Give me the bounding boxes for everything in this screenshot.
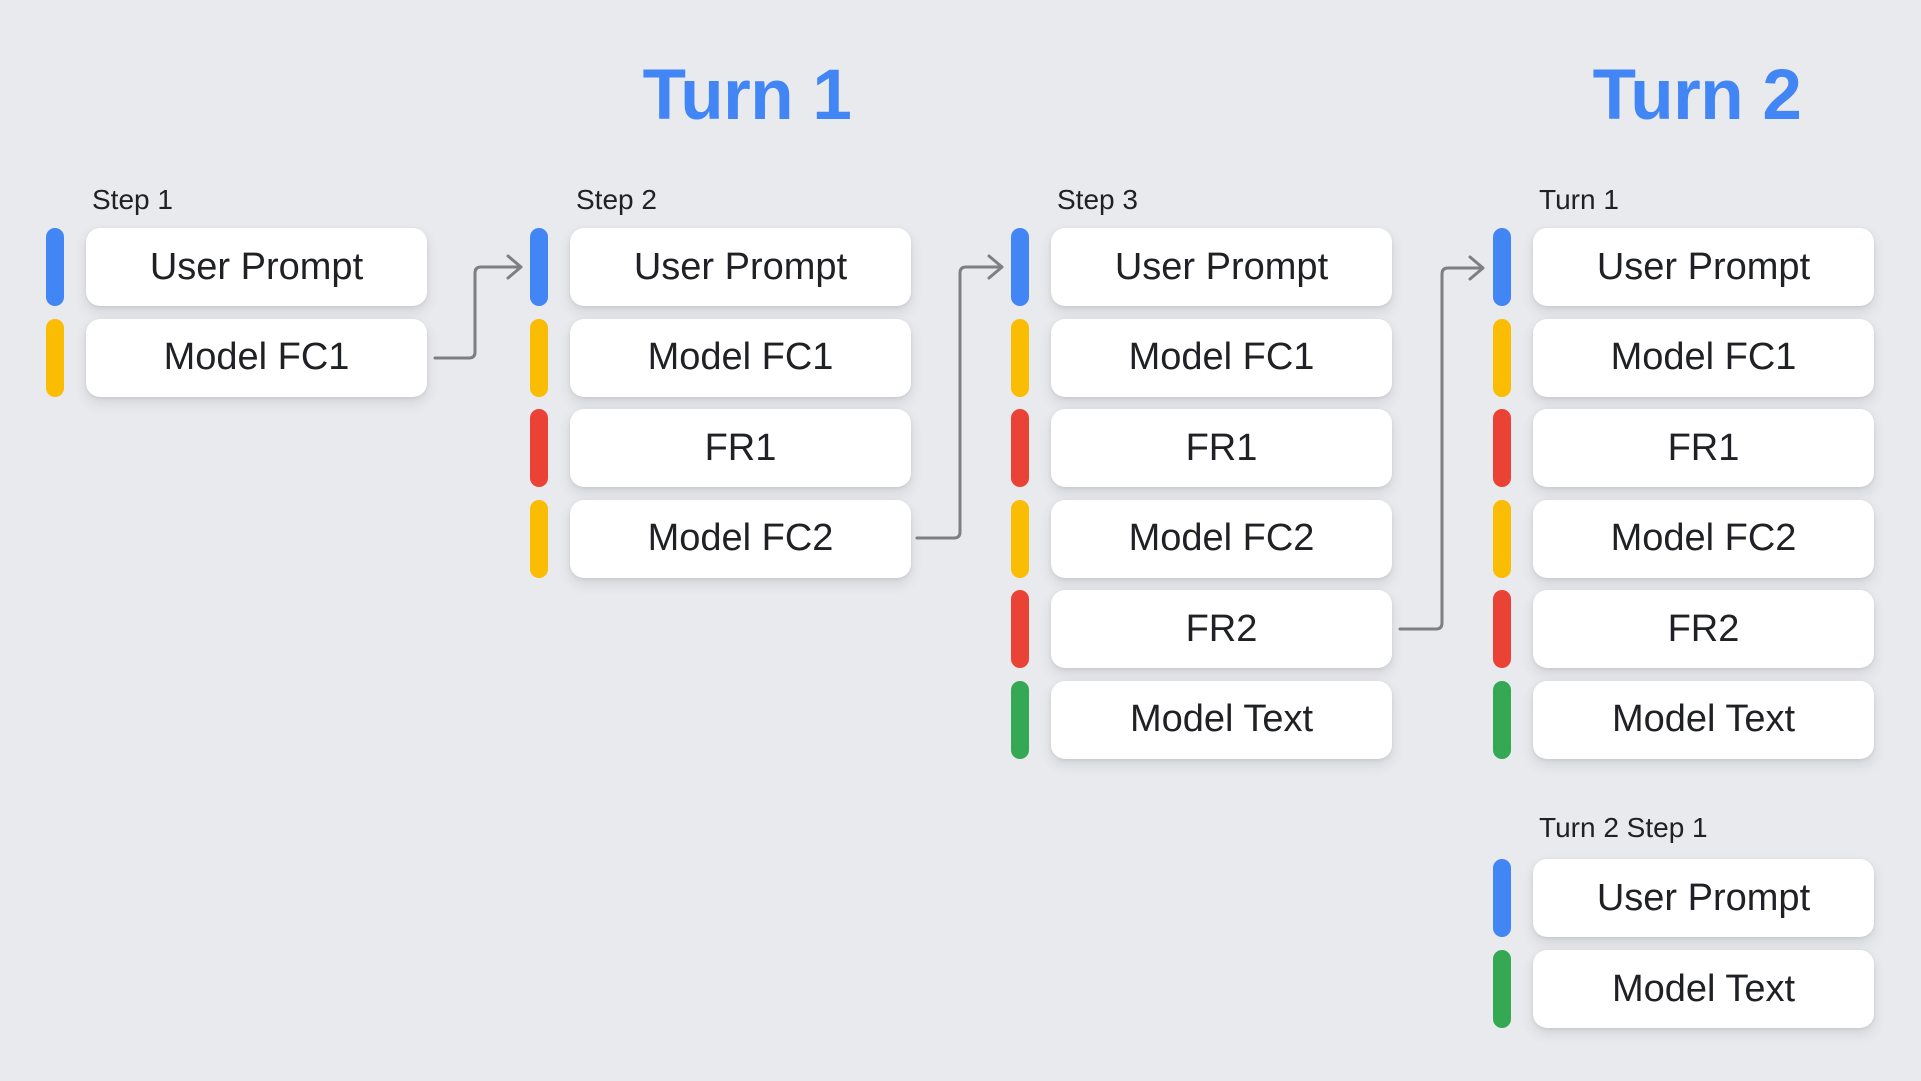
node-user-prompt: User Prompt — [1051, 228, 1392, 306]
column-label: Step 1 — [92, 184, 173, 215]
diagram-node-row: Model FC2 — [1493, 499, 1874, 578]
diagram-node-row: Model Text — [1493, 680, 1874, 759]
node-label: Model Text — [1611, 698, 1796, 740]
column-turn-1-history: Turn 1 User Prompt Model FC1 FR1 Model F… — [1493, 186, 1874, 771]
turn-1-title: Turn 1 — [642, 56, 852, 135]
node-label: User Prompt — [1596, 876, 1811, 919]
node-model-fc2: Model FC2 — [570, 499, 911, 578]
node-label: Model FC1 — [1128, 336, 1315, 378]
node-user-prompt: User Prompt — [1533, 228, 1874, 306]
arrow-step3-fr2-to-turn1-userprompt — [1398, 255, 1485, 631]
node-label: Model FC2 — [1128, 517, 1315, 559]
diagram-node-row: FR1 — [1493, 409, 1874, 487]
user-prompt-color-bar — [1493, 228, 1511, 306]
diagram-node-row: Model FC1 — [1493, 318, 1874, 397]
diagram-node-row: User Prompt — [1493, 228, 1874, 306]
model-fc-color-bar — [530, 318, 548, 397]
node-label: Model FC1 — [1610, 336, 1797, 378]
node-model-fc2: Model FC2 — [1533, 499, 1874, 578]
diagram-node-row: User Prompt — [46, 228, 427, 306]
node-label: User Prompt — [1114, 245, 1329, 288]
model-text-color-bar — [1493, 950, 1511, 1028]
diagram-node-row: Model FC1 — [530, 318, 911, 397]
model-text-color-bar — [1011, 680, 1029, 759]
model-fc-color-bar — [1011, 318, 1029, 397]
node-label: User Prompt — [633, 245, 848, 288]
node-model-fc2: Model FC2 — [1051, 499, 1392, 578]
column-turn-2-step-1: Turn 2 Step 1 User Prompt Model Text — [1493, 814, 1874, 1041]
node-model-text: Model Text — [1051, 680, 1392, 759]
diagram-node-row: Model FC1 — [46, 318, 427, 397]
column-label: Turn 2 Step 1 — [1539, 812, 1708, 843]
node-user-prompt: User Prompt — [570, 228, 911, 306]
user-prompt-color-bar — [46, 228, 64, 306]
node-fr2: FR2 — [1051, 590, 1392, 668]
model-fc-color-bar — [1011, 499, 1029, 578]
node-fr1: FR1 — [570, 409, 911, 487]
node-model-fc1: Model FC1 — [1051, 318, 1392, 397]
diagram-node-row: Model FC2 — [1011, 499, 1392, 578]
node-label: FR2 — [1185, 607, 1258, 650]
diagram-node-row: Model FC2 — [530, 499, 911, 578]
function-response-color-bar — [1493, 409, 1511, 487]
column-step-1: Step 1 User Prompt Model FC1 — [46, 186, 427, 409]
node-label: Model Text — [1611, 967, 1796, 1010]
diagram-node-row: User Prompt — [1493, 859, 1874, 937]
node-label: FR2 — [1667, 607, 1740, 650]
arrow-step1-modelfc1-to-step2-userprompt — [433, 254, 523, 360]
node-user-prompt: User Prompt — [86, 228, 427, 306]
user-prompt-color-bar — [1011, 228, 1029, 306]
column-step-2: Step 2 User Prompt Model FC1 FR1 Model F… — [530, 186, 911, 590]
node-label: Model FC1 — [647, 336, 834, 378]
diagram-node-row: FR2 — [1011, 590, 1392, 668]
diagram-node-row: Model Text — [1493, 950, 1874, 1028]
node-label: Model FC1 — [163, 336, 350, 378]
diagram-node-row: FR1 — [1011, 409, 1392, 487]
diagram-node-row: Model Text — [1011, 680, 1392, 759]
node-model-text: Model Text — [1533, 950, 1874, 1028]
user-prompt-color-bar — [530, 228, 548, 306]
function-response-color-bar — [1011, 590, 1029, 668]
diagram-node-row: Model FC1 — [1011, 318, 1392, 397]
column-label: Step 3 — [1057, 184, 1138, 215]
column-label: Step 2 — [576, 184, 657, 215]
diagram-node-row: FR2 — [1493, 590, 1874, 668]
node-model-fc1: Model FC1 — [86, 318, 427, 397]
node-label: User Prompt — [149, 245, 364, 288]
node-label: User Prompt — [1596, 245, 1811, 288]
node-model-fc1: Model FC1 — [1533, 318, 1874, 397]
node-label: FR1 — [1185, 426, 1258, 469]
node-label: Model FC2 — [647, 517, 834, 559]
user-prompt-color-bar — [1493, 859, 1511, 937]
model-text-color-bar — [1493, 680, 1511, 759]
diagram-node-row: User Prompt — [530, 228, 911, 306]
diagram-node-row: FR1 — [530, 409, 911, 487]
node-fr2: FR2 — [1533, 590, 1874, 668]
node-label: FR1 — [1667, 426, 1740, 469]
node-fr1: FR1 — [1533, 409, 1874, 487]
function-response-color-bar — [530, 409, 548, 487]
node-label: Model FC2 — [1610, 517, 1797, 559]
model-fc-color-bar — [1493, 318, 1511, 397]
node-model-text: Model Text — [1533, 680, 1874, 759]
column-step-3: Step 3 User Prompt Model FC1 FR1 Model F… — [1011, 186, 1392, 771]
node-user-prompt: User Prompt — [1533, 859, 1874, 937]
model-fc-color-bar — [46, 318, 64, 397]
function-response-color-bar — [1011, 409, 1029, 487]
model-fc-color-bar — [530, 499, 548, 578]
diagram-node-row: User Prompt — [1011, 228, 1392, 306]
turn-2-title: Turn 2 — [1592, 56, 1802, 135]
node-fr1: FR1 — [1051, 409, 1392, 487]
model-fc-color-bar — [1493, 499, 1511, 578]
node-label: Model Text — [1129, 698, 1314, 740]
column-label: Turn 1 — [1539, 184, 1619, 215]
function-response-color-bar — [1493, 590, 1511, 668]
node-model-fc1: Model FC1 — [570, 318, 911, 397]
node-label: FR1 — [704, 426, 777, 469]
arrow-step2-modelfc2-to-step3-userprompt — [915, 254, 1004, 540]
